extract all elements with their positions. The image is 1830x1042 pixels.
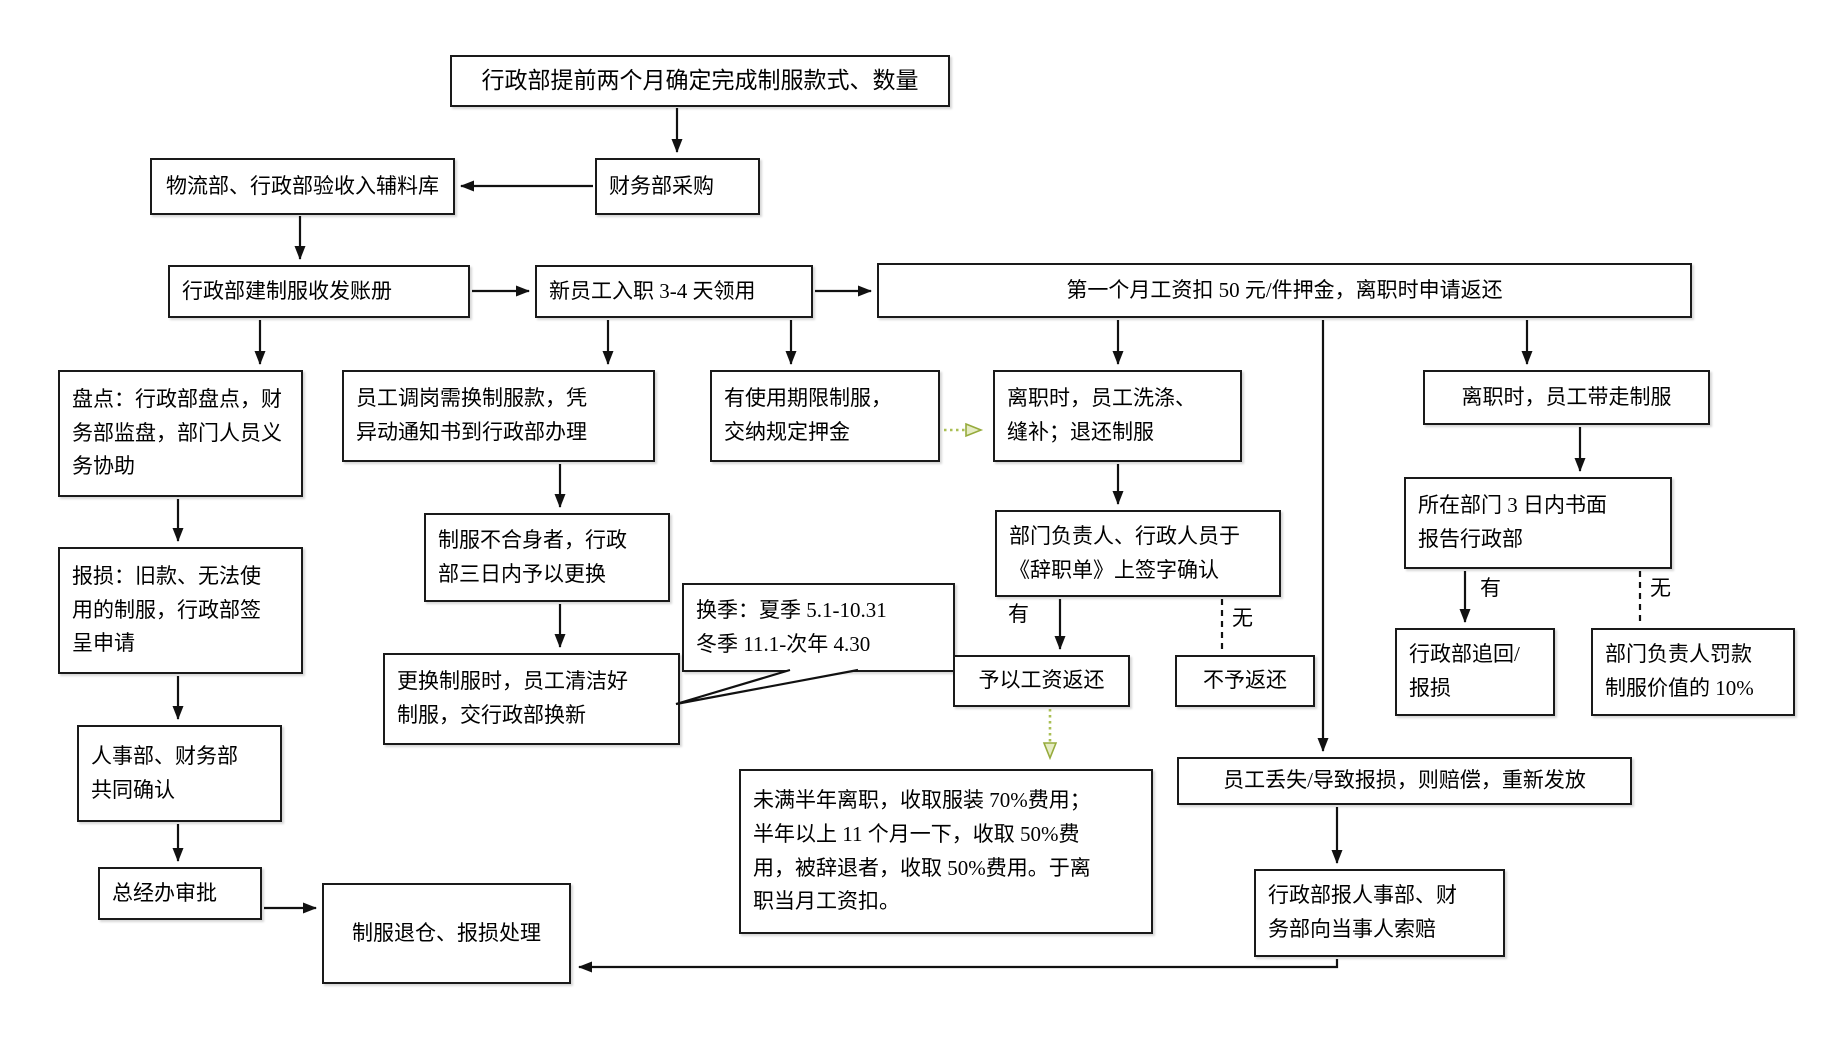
node-damage: 报损：旧款、无法使用的制服，行政部签呈申请 [58,547,303,674]
node-deposit-label: 第一个月工资扣 50 元/件押金，离职时申请返还 [1066,277,1503,302]
node-claim-label: 行政部报人事部、财务部向当事人索赔 [1268,883,1457,941]
node-deposit: 第一个月工资扣 50 元/件押金，离职时申请返还 [877,263,1692,318]
node-ledger: 行政部建制服收发账册 [168,265,470,318]
node-deptreport: 所在部门 3 日内书面报告行政部 [1404,477,1672,569]
node-sign-label: 部门负责人、行政人员于《辞职单》上签字确认 [1009,523,1240,582]
node-sign: 部门负责人、行政人员于《辞职单》上签字确认 [995,510,1281,597]
node-takeaway: 离职时，员工带走制服 [1423,370,1710,425]
edge-label-sign-yes: 有 [1008,602,1029,626]
node-recover-label: 行政部追回/报损 [1409,642,1520,700]
node-unfit-label: 制服不合身者，行政部三日内予以更换 [438,527,627,586]
node-confirm: 人事部、财务部共同确认 [77,725,282,822]
node-uniform-return: 制服退仓、报损处理 [322,883,571,984]
node-determine: 行政部提前两个月确定完成制服款式、数量 [450,55,950,107]
node-norefund: 不予返还 [1175,655,1315,707]
node-purchase-label: 财务部采购 [609,173,714,198]
node-inventory-label: 盘点：行政部盘点，财务部监盘，部门人员义务协助 [72,387,282,479]
node-recover: 行政部追回/报损 [1395,628,1555,716]
node-claim: 行政部报人事部、财务部向当事人索赔 [1254,869,1505,957]
node-purchase: 财务部采购 [595,158,760,215]
node-receive-label: 物流部、行政部验收入辅料库 [166,173,439,198]
node-takeaway-label: 离职时，员工带走制服 [1461,384,1672,409]
node-wash: 离职时，员工洗涤、缝补；退还制服 [993,370,1242,462]
edge-label-report-no: 无 [1650,576,1671,600]
node-swap-label: 更换制服时，员工清洁好制服，交行政部换新 [397,669,628,727]
node-fine-label: 部门负责人罚款制服价值的 10% [1605,642,1754,700]
node-fees: 未满半年离职，收取服装 70%费用；半年以上 11 个月一下，收取 50%费用，… [739,769,1153,934]
node-period-label: 有使用期限制服，交纳规定押金 [724,386,892,444]
node-determine-label: 行政部提前两个月确定完成制服款式、数量 [481,67,919,93]
node-newstaff: 新员工入职 3-4 天领用 [535,265,813,318]
node-newstaff-label: 新员工入职 3-4 天领用 [549,278,756,303]
node-deptreport-label: 所在部门 3 日内书面报告行政部 [1418,493,1607,551]
node-wash-label: 离职时，员工洗涤、缝补；退还制服 [1007,386,1196,444]
node-damage-label: 报损：旧款、无法使用的制服，行政部签呈申请 [72,564,261,656]
node-fine: 部门负责人罚款制服价值的 10% [1591,628,1795,716]
connector-claim-return [578,959,1339,973]
node-confirm-label: 人事部、财务部共同确认 [91,743,238,802]
node-refund: 予以工资返还 [953,655,1130,707]
node-lost-label: 员工丢失/导致报损，则赔偿，重新发放 [1223,768,1586,793]
season-callout-tail [675,668,859,706]
node-receive: 物流部、行政部验收入辅料库 [150,158,455,215]
node-uniform-return-label: 制服退仓、报损处理 [352,920,541,945]
node-approve: 总经办审批 [98,867,262,920]
node-transfer: 员工调岗需换制服款，凭异动通知书到行政部办理 [342,370,655,462]
edge-label-report-yes: 有 [1480,576,1501,600]
node-swap: 更换制服时，员工清洁好制服，交行政部换新 [383,653,680,745]
node-approve-label: 总经办审批 [112,880,217,905]
edge-label-sign-no: 无 [1232,606,1253,630]
node-fees-label: 未满半年离职，收取服装 70%费用；半年以上 11 个月一下，收取 50%费用，… [753,788,1091,914]
node-unfit: 制服不合身者，行政部三日内予以更换 [424,513,670,602]
node-norefund-label: 不予返还 [1203,668,1287,693]
node-ledger-label: 行政部建制服收发账册 [182,278,392,303]
node-inventory: 盘点：行政部盘点，财务部监盘，部门人员义务协助 [58,370,303,497]
node-transfer-label: 员工调岗需换制服款，凭异动通知书到行政部办理 [356,386,587,444]
node-period: 有使用期限制服，交纳规定押金 [710,370,940,462]
node-lost: 员工丢失/导致报损，则赔偿，重新发放 [1177,757,1632,805]
node-refund-label: 予以工资返还 [978,668,1105,693]
